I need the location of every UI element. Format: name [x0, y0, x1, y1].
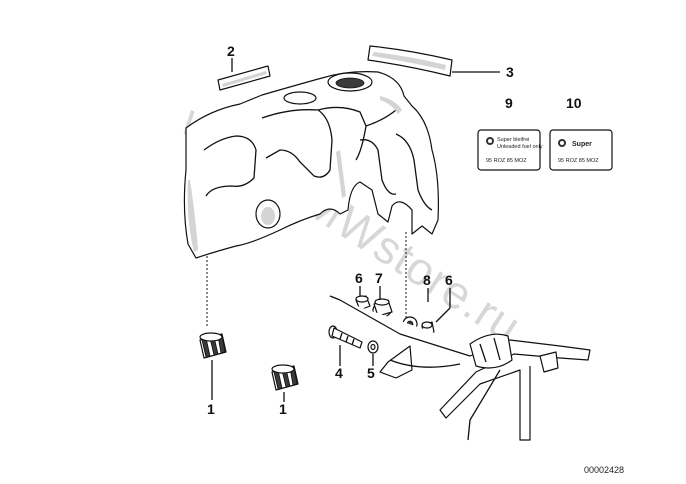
- callout-6-right: 6: [445, 272, 453, 288]
- rubber-buffer-part-1-right: [271, 364, 299, 391]
- callout-7: 7: [375, 270, 383, 286]
- bush-part-6-left: [355, 295, 371, 311]
- decal-9-line2: Unleaded fuel only: [497, 144, 543, 150]
- callout-6-left: 6: [355, 270, 363, 286]
- decal-part-10: Super 95 ROZ 85 MOZ: [549, 129, 613, 171]
- washer-part-5: [367, 340, 379, 354]
- leader-line-6b-angled: [435, 307, 451, 323]
- rubber-buffer-part-1-left: [199, 332, 227, 359]
- callout-1-right: 1: [279, 401, 287, 417]
- trim-strip-part-2: [217, 65, 271, 91]
- decal-10-code: 95 ROZ 85 MOZ: [558, 158, 599, 164]
- callout-9: 9: [505, 95, 513, 111]
- callout-3: 3: [506, 64, 514, 80]
- callout-2: 2: [227, 43, 235, 59]
- callout-8: 8: [423, 272, 431, 288]
- trim-strip-part-3: [367, 45, 453, 77]
- motorcycle-frame: [329, 295, 591, 441]
- callout-1-left: 1: [207, 401, 215, 417]
- decal-part-9: Super bleifrei Unleaded fuel only 95 ROZ…: [477, 129, 543, 171]
- decal-9-line1: Super bleifrei: [497, 137, 529, 143]
- bolt-part-4: [328, 325, 363, 349]
- diagram-number: 00002428: [584, 465, 624, 475]
- callout-5: 5: [367, 365, 375, 381]
- fuel-tank-cover: [183, 71, 439, 259]
- decal-9-code: 95 ROZ 85 MOZ: [486, 158, 527, 164]
- decal-10-line1: Super: [572, 141, 592, 148]
- callout-4: 4: [335, 365, 343, 381]
- callout-10: 10: [566, 95, 582, 111]
